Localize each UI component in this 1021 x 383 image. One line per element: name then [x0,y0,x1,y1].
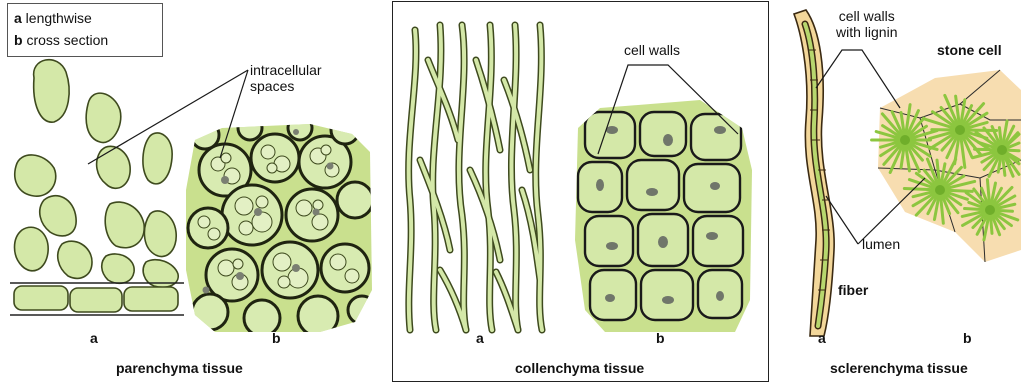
collenchyma-panel-frame [392,1,769,382]
lignin-label-line1: cell walls [836,8,897,24]
stone-cell-label: stone cell [937,42,1002,58]
legend-text-cross-section: cross section [23,32,109,48]
fiber-label: fiber [838,282,868,298]
legend-item-cross-section: b cross section [14,32,108,48]
collenchyma-title: collenchyma tissue [515,360,644,376]
stone-cell-center [900,135,910,145]
parenchyma-title: parenchyma tissue [116,360,243,376]
sclerenchyma-label-a: a [818,330,826,346]
legend-text-lengthwise: lengthwise [22,10,92,26]
lignin-label-line2: with lignin [836,24,897,40]
parenchyma-lengthwise-row [14,286,178,312]
intracellular-label-line2: spaces [250,78,322,94]
stone-cell-center [955,125,965,135]
sclerenchyma-fiber [794,10,834,336]
stone-cell-center [935,185,945,195]
cell-walls-label: cell walls [624,42,680,58]
parenchyma-cross-section [180,116,380,340]
legend-item-lengthwise: a lengthwise [14,10,92,26]
cell-walls-with-lignin-label: cell walls with lignin [836,8,897,40]
stone-cell-center [985,205,995,215]
intracellular-label-line1: intracellular [250,62,322,78]
legend-key-b: b [14,32,23,48]
collenchyma-label-b: b [656,330,665,346]
stone-cell-center [997,145,1007,155]
lumen-label: lumen [862,236,900,252]
stone-cell-spike [960,130,997,131]
intracellular-spaces-label: intracellular spaces [250,62,322,94]
collenchyma-label-a: a [476,330,484,346]
parenchyma-label-b: b [272,330,281,346]
legend: a lengthwise b cross section [7,3,163,57]
parenchyma-label-a: a [90,330,98,346]
sclerenchyma-label-b: b [963,330,972,346]
parenchyma-lengthwise [15,60,179,288]
legend-key-a: a [14,10,22,26]
sclerenchyma-title: sclerenchyma tissue [830,360,968,376]
